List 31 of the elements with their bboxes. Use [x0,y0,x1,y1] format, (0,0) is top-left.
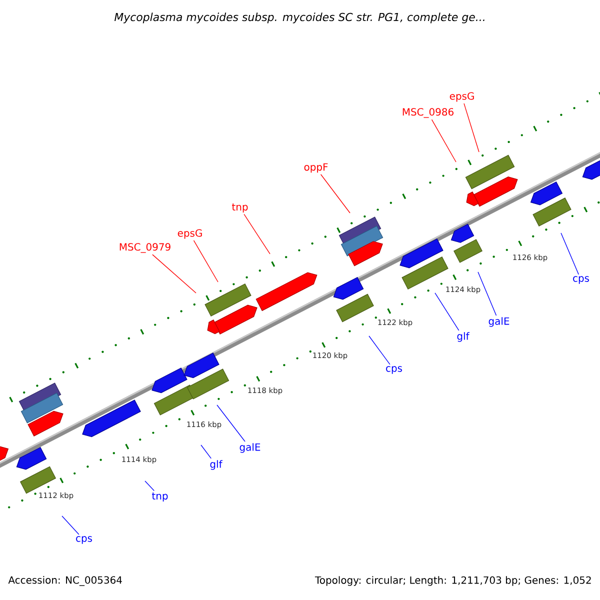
gene-label: glf [210,460,222,470]
leader-line [193,240,218,282]
title: Mycoplasma mycoides subsp. mycoides SC str. PG1, complete ge... [114,12,484,24]
gene-label: epsG [450,92,474,102]
leader-line [144,480,154,492]
gene-label: glf [457,332,470,342]
leader-line [320,174,350,214]
gene-label: cps [76,536,92,544]
gene-label: galE [488,317,510,327]
leader-line [434,292,460,331]
gene-label: oppF [304,163,328,173]
gene-label: tnp [152,492,168,502]
leader-line [560,232,579,275]
footer-text: Topology: circular; Length: 1,211,703 bp; Genes: 1,052 [314,576,591,586]
leader-line [478,272,497,316]
leader-line [244,214,270,254]
leader-line [62,516,80,535]
leader-line [431,119,456,162]
footer-text: Accession: NC_005364 [8,576,122,586]
leader-line [200,444,212,459]
gene-label: MSC_0979 [120,243,170,253]
gene-label: galE [240,443,260,453]
gene-label: cps [573,276,590,284]
leader-line [464,103,480,152]
gene-label: tnp [232,203,248,213]
gene-label: epsG [178,229,202,239]
leader-line [216,404,246,442]
leader-line [368,336,390,365]
leader-line [152,254,196,294]
gene-label: cps [386,366,402,374]
gene-label: MSC_0986 [402,108,454,118]
